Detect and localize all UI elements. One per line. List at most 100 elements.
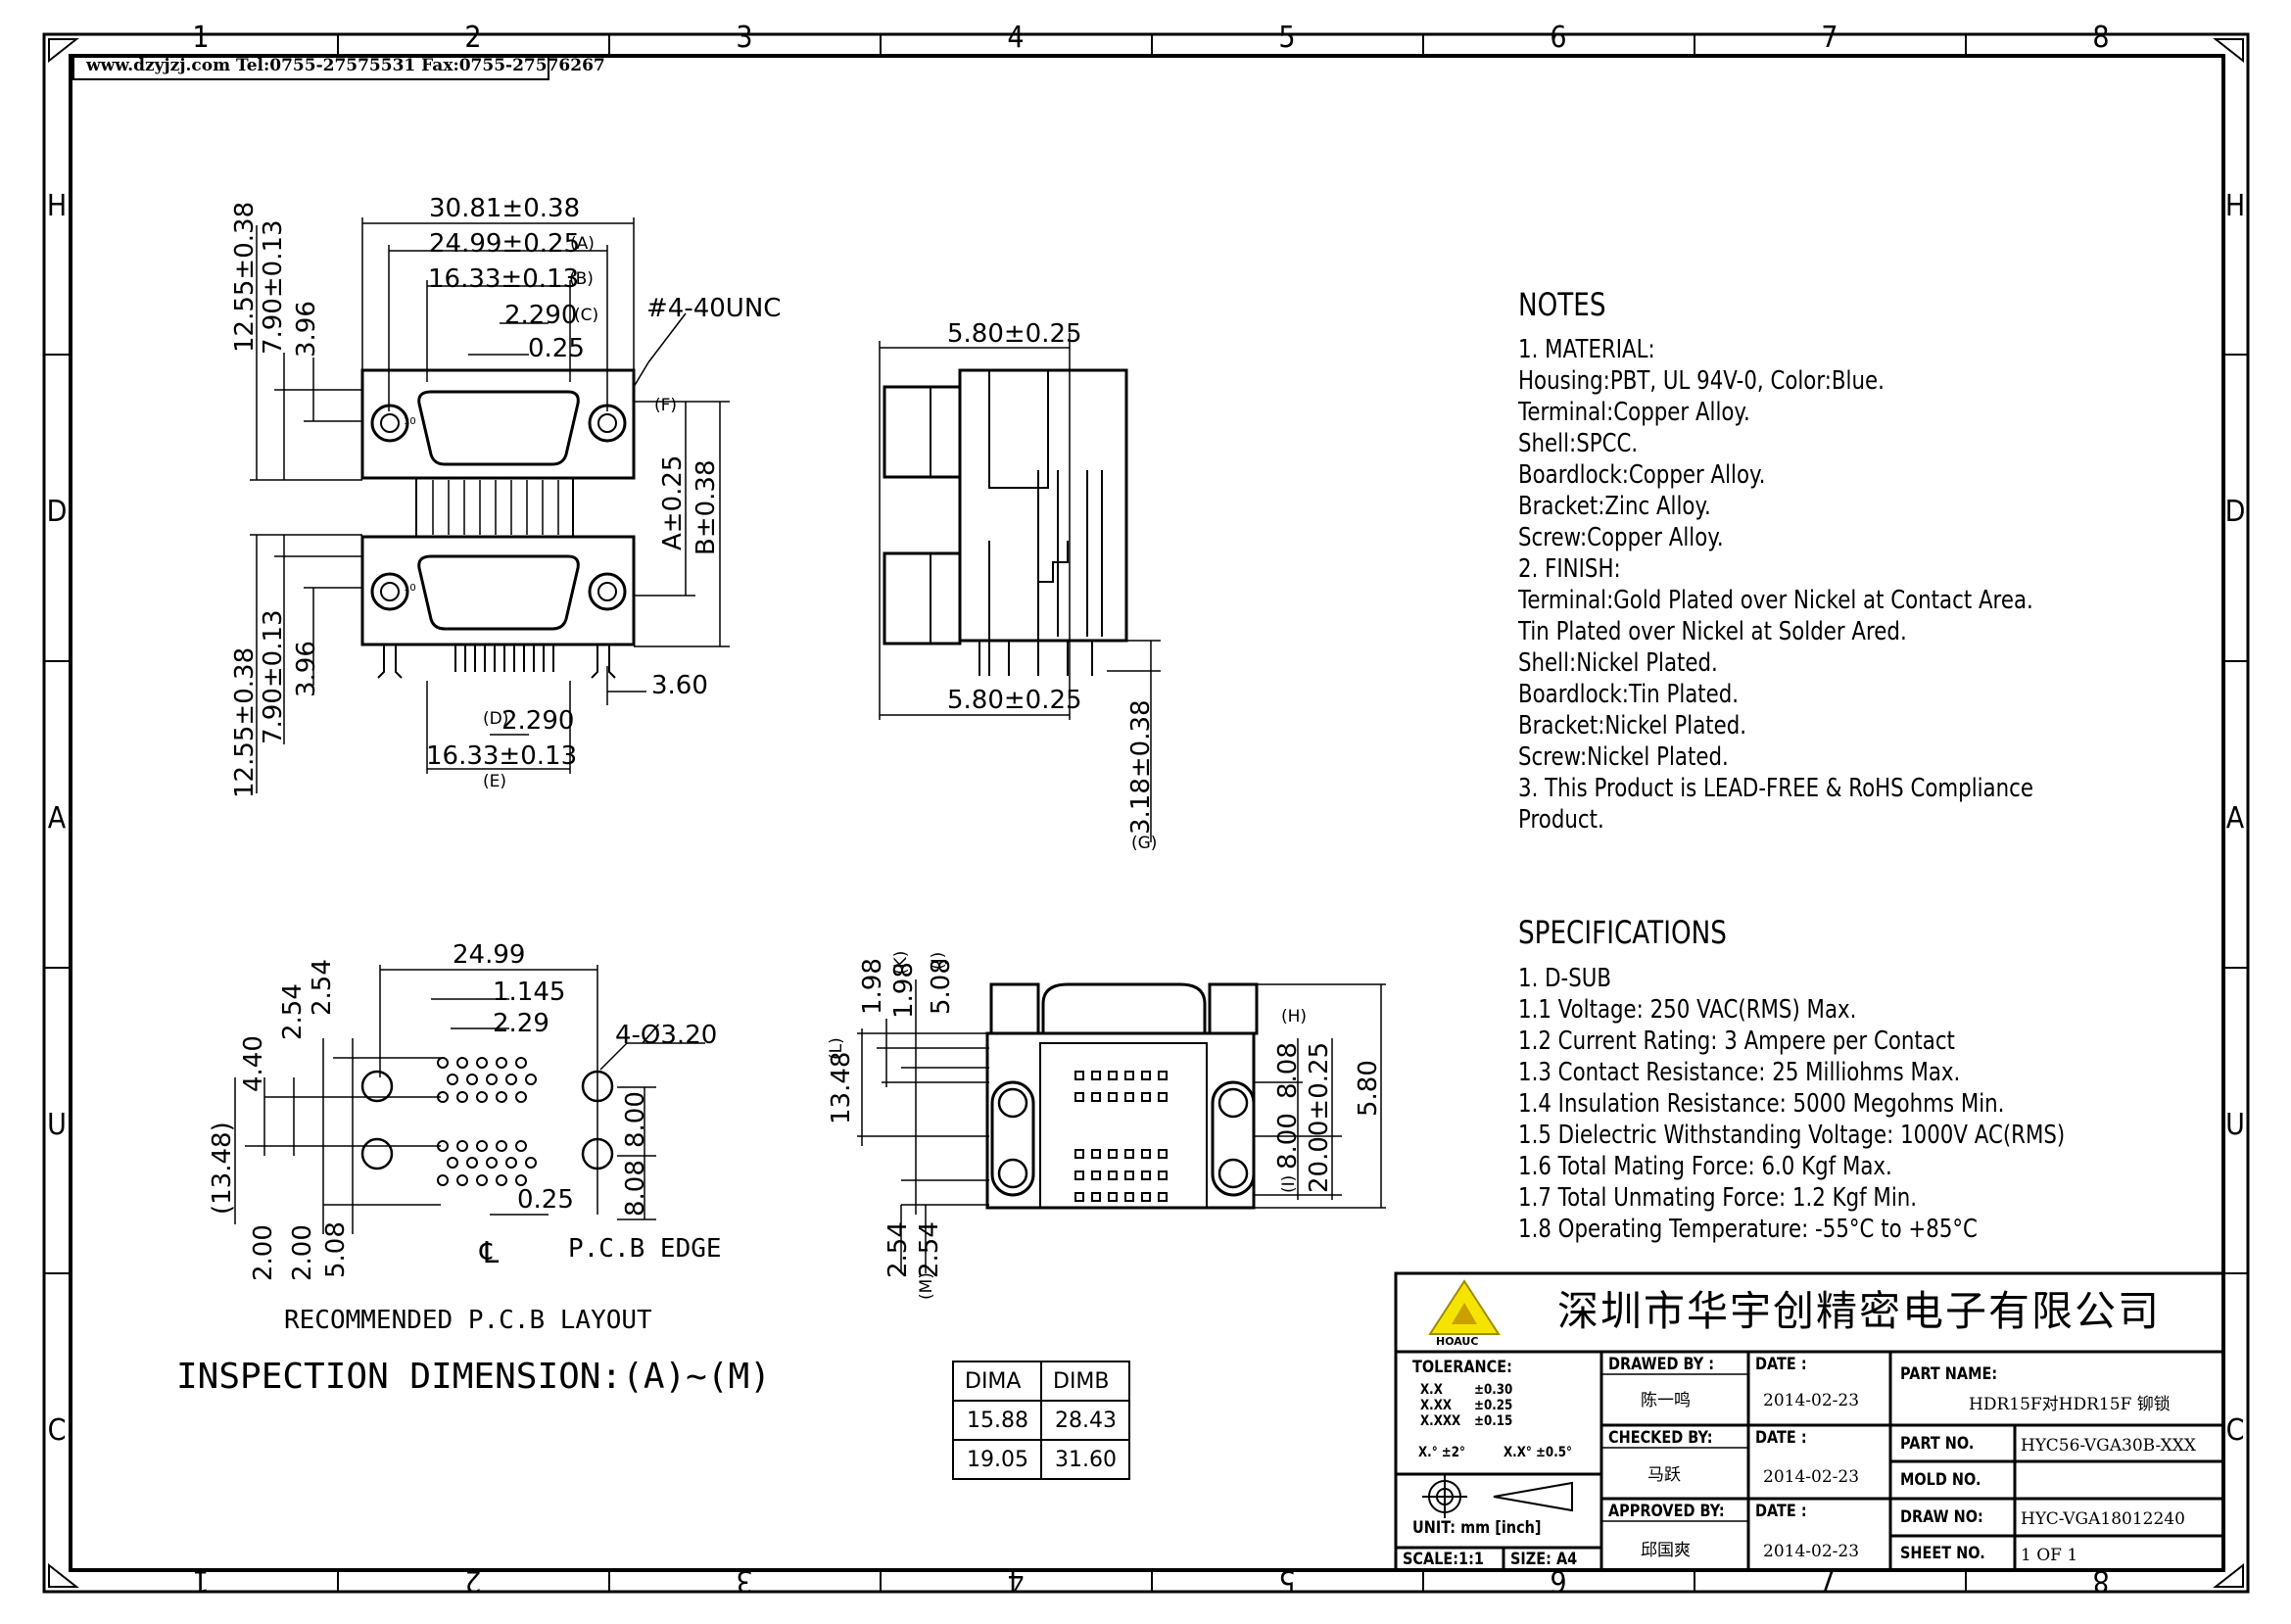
dim-table-grid — [952, 1361, 1130, 1480]
dim-tag: (H) — [1281, 1007, 1308, 1027]
date-label: DATE : — [1755, 1355, 1807, 1374]
note-line: Product. — [1518, 805, 1604, 835]
note-line: Tin Plated over Nickel at Solder Ared. — [1518, 617, 1907, 646]
tol-angle: X.X° ±0.5° — [1503, 1445, 1572, 1460]
note-line: Housing:PBT, UL 94V-0, Color:Blue. — [1518, 366, 1885, 396]
dim-label: 3.96 — [292, 301, 321, 358]
col-label: 7 — [1821, 1563, 1838, 1598]
date-label: DATE : — [1755, 1428, 1807, 1448]
dim-label: 1.145 — [493, 978, 566, 1007]
pin-label: 10 — [404, 583, 416, 594]
part-no-value: HYC56-VGA30B-XXX — [2021, 1436, 2196, 1456]
drawn-by-label: DRAWED BY : — [1608, 1355, 1714, 1374]
checked-by-value: 马跃 — [1647, 1465, 1681, 1485]
dim-label: 5.80±0.25 — [947, 686, 1082, 715]
row-label: H — [2225, 189, 2245, 223]
part-name-label: PART NAME: — [1900, 1364, 1998, 1384]
col-label: 8 — [2092, 1563, 2109, 1598]
pcb-edge-label: P.C.B EDGE — [568, 1234, 722, 1264]
dim-label: 3.60 — [651, 671, 708, 700]
pcb-caption: RECOMMENDED P.C.B LAYOUT — [284, 1306, 652, 1335]
col-label: 2 — [464, 21, 481, 55]
dim-tag: (K) — [891, 950, 911, 975]
dim-label: 5.08 — [321, 1221, 351, 1278]
dim-label: 7.90±0.13 — [259, 219, 288, 355]
tol-key: X.XX — [1420, 1398, 1453, 1413]
draw-no-label: DRAW NO: — [1900, 1507, 1983, 1527]
date-value: 2014-02-23 — [1763, 1467, 1860, 1487]
col-label: 5 — [1278, 1563, 1295, 1598]
company-name: 深圳市华宇创精密电子有限公司 — [1557, 1287, 2162, 1335]
note-line: Boardlock:Copper Alloy. — [1518, 460, 1766, 490]
dim-label: 3.18±0.38 — [1126, 699, 1156, 835]
checked-by-label: CHECKED BY: — [1608, 1428, 1713, 1448]
dim-tag: (I) — [1279, 1174, 1299, 1193]
dim-tag: (G) — [1131, 834, 1158, 853]
dim-label: 2.290 — [501, 706, 575, 736]
approved-by-label: APPROVED BY: — [1608, 1502, 1725, 1521]
pin-label: 10 — [404, 416, 416, 427]
dim-label: 2.54 — [883, 1221, 913, 1278]
note-line: Screw:Nickel Plated. — [1518, 742, 1729, 772]
col-label: 7 — [1821, 21, 1838, 55]
dim-label: 5.80 — [1354, 1060, 1383, 1117]
row-label: U — [2225, 1108, 2245, 1142]
tolerance-label: TOLERANCE: — [1412, 1358, 1512, 1377]
pcb-layout — [234, 965, 705, 1234]
scale-label: SCALE:1:1 — [1403, 1550, 1484, 1569]
tol-key: X.X — [1420, 1382, 1443, 1398]
note-line: 1. MATERIAL: — [1518, 335, 1655, 364]
part-name-value: HDR15F对HDR15F 铆锁 — [1969, 1395, 2171, 1414]
note-line: Shell:SPCC. — [1518, 429, 1639, 458]
logo-text: HOAUC — [1436, 1335, 1479, 1348]
sheet-no-label: SHEET NO. — [1900, 1544, 1985, 1563]
dim-label: 8.00 — [621, 1091, 650, 1148]
note-line: Bracket:Zinc Alloy. — [1518, 492, 1711, 521]
dim-label: 24.99 — [453, 940, 526, 970]
dim-label: 24.99±0.25 — [429, 229, 581, 259]
row-label: C — [2226, 1413, 2245, 1448]
dim-label: 0.25 — [517, 1185, 574, 1215]
note-line: 3. This Product is LEAD-FREE & RoHS Comp… — [1518, 774, 2033, 803]
row-label: A — [48, 801, 67, 836]
dim-label: 3.96 — [292, 641, 321, 697]
dim-label: 2.29 — [493, 1009, 549, 1038]
date-label: DATE : — [1755, 1502, 1807, 1521]
spec-line: 1.7 Total Unmating Force: 1.2 Kgf Min. — [1518, 1183, 1918, 1213]
unit-label: UNIT: mm [inch] — [1412, 1518, 1542, 1538]
symbol-icons — [1422, 1475, 1573, 1518]
thread-label: #4-40UNC — [646, 294, 782, 323]
col-label: 5 — [1278, 21, 1295, 55]
part-no-label: PART NO. — [1900, 1434, 1975, 1454]
dim-label: (13.48) — [208, 1122, 237, 1215]
row-label: D — [47, 495, 68, 529]
dim-label: 2.290 — [504, 301, 578, 330]
dim-tag: (F) — [654, 396, 678, 415]
spec-line: 1.2 Current Rating: 3 Ampere per Contact — [1518, 1027, 1955, 1056]
dim-tag: (C) — [574, 306, 599, 325]
dim-label: 2.54 — [915, 1221, 944, 1278]
center-mark: ℄ — [480, 1236, 500, 1270]
dim-table-cell: 28.43 — [1055, 1409, 1117, 1433]
dim-table-header: DIMB — [1053, 1369, 1110, 1394]
row-label: D — [2225, 495, 2246, 529]
date-value: 2014-02-23 — [1763, 1542, 1860, 1561]
dim-table-cell: 19.05 — [967, 1448, 1028, 1472]
draw-no-value: HYC-VGA18012240 — [2021, 1509, 2185, 1529]
col-label: 3 — [736, 21, 752, 55]
dim-label: 2.00 — [249, 1224, 278, 1281]
tol-angle: X.° ±2° — [1418, 1445, 1465, 1460]
approved-by-value: 邱国爽 — [1641, 1541, 1691, 1560]
dim-tag: (L) — [827, 1037, 846, 1060]
website-text: www.dzyjzj.com Tel:0755-27575531 Fax:075… — [86, 56, 605, 75]
dim-label: 16.33±0.13 — [426, 741, 578, 771]
dim-label: 4-Ø3.20 — [615, 1021, 718, 1050]
col-label: 2 — [464, 1563, 481, 1598]
spec-line: 1.8 Operating Temperature: -55°C to +85°… — [1518, 1215, 1978, 1244]
note-line: 2. FINISH: — [1518, 554, 1621, 584]
dim-label: 16.33±0.13 — [428, 264, 580, 294]
dim-table-cell: 31.60 — [1055, 1448, 1117, 1472]
dim-tag: (M) — [917, 1272, 936, 1300]
side-view — [879, 333, 1161, 842]
